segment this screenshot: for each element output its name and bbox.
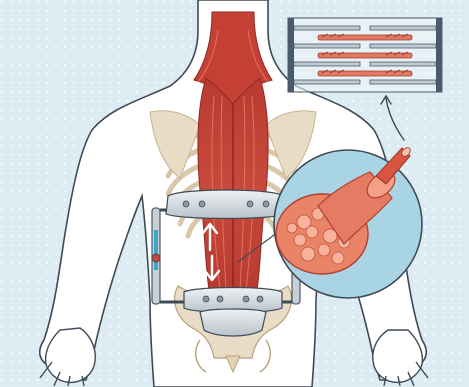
brace-hinge-left xyxy=(152,254,160,262)
sarcomere-diagram xyxy=(288,18,442,92)
z-disc-left xyxy=(288,18,294,92)
brace-sacral-plate xyxy=(200,309,266,336)
brace-blue-strap-left xyxy=(154,230,158,270)
z-disc-right xyxy=(436,18,442,92)
